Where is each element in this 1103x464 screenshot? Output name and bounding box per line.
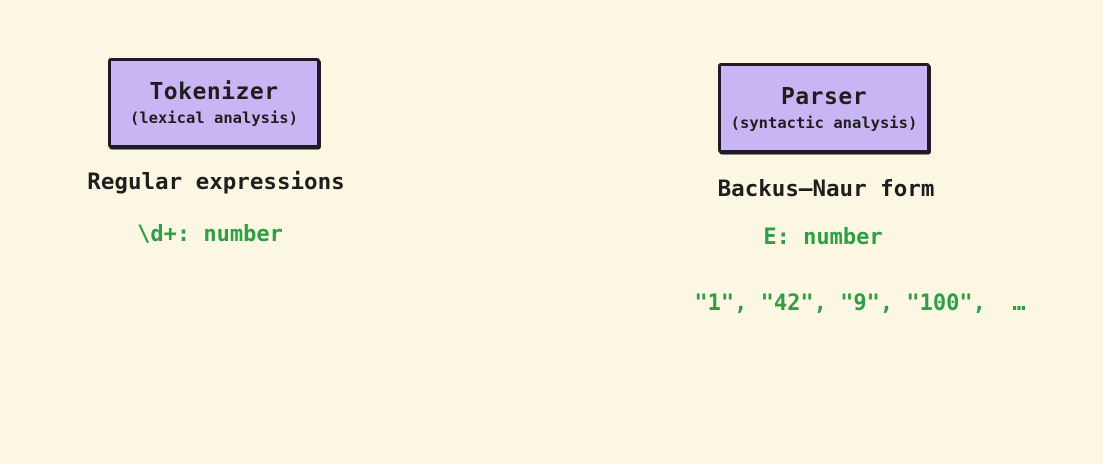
parser-title: Parser [780,83,868,110]
parser-subtitle: (syntactic analysis) [730,113,918,132]
tokenizer-node-box: Tokenizer (lexical analysis) [108,58,320,148]
tokenizer-title: Tokenizer [149,78,279,105]
tokenizer-rule-text: \d+: number [137,222,283,247]
tokenizer-method-label: Regular expressions [87,169,345,195]
parser-rule-text: E: number [763,225,883,250]
tokenizer-subtitle: (lexical analysis) [130,108,298,127]
parser-examples-text: "1", "42", "9", "100", … [694,291,1026,316]
parser-method-label: Backus–Naur form [717,176,935,202]
parser-node-box: Parser (syntactic analysis) [718,63,930,153]
